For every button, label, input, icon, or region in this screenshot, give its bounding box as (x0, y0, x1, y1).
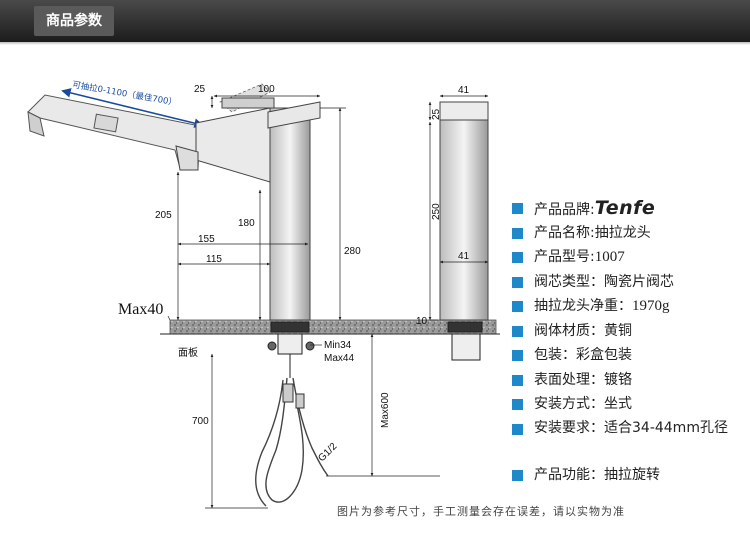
spec-model: 产品型号:1007 (512, 245, 748, 270)
brand-logo: Tenfe (594, 197, 656, 219)
spec-value: 1970g (632, 298, 670, 314)
dim-205: 205 (155, 210, 172, 221)
countertop (169, 319, 497, 335)
spec-label: 表面处理： (534, 371, 604, 388)
header-banner-shadow (0, 42, 750, 45)
pull-range-arrow (61, 88, 204, 128)
dim-115: 115 (206, 254, 222, 265)
spec-brand: 产品品牌:Tenfe (512, 196, 748, 221)
bullet-square-icon (512, 325, 523, 337)
spec-list: 产品品牌:Tenfe 产品名称:抽拉龙头 产品型号:1007 阀芯类型：陶瓷片阀… (512, 196, 748, 487)
bullet-square-icon (512, 203, 523, 214)
panel-label: 面板 (178, 346, 198, 359)
spec-value: 陶瓷片阀芯 (604, 273, 674, 290)
bullet-square-icon (512, 276, 523, 288)
spec-value: 抽拉龙头 (594, 224, 651, 241)
spec-value: 适合34-44mm孔径 (604, 419, 728, 436)
spec-package: 包装：彩盒包装 (512, 343, 748, 368)
spec-label: 产品型号: (534, 249, 595, 265)
spec-label: 阀芯类型： (534, 273, 604, 290)
spec-label: 产品品牌: (534, 202, 595, 218)
spec-label: 产品名称: (534, 224, 595, 241)
dim-180: 180 (238, 218, 255, 229)
spec-value: 黄铜 (604, 322, 632, 339)
bullet-square-icon (512, 374, 523, 386)
dim-25-top: 25 (194, 84, 206, 95)
spec-label: 抽拉龙头净重： (534, 298, 632, 314)
spec-surface: 表面处理：镀铬 (512, 368, 748, 393)
spec-label: 产品功能： (534, 466, 604, 483)
inlet-fitting (295, 393, 305, 409)
dim-250: 250 (431, 203, 442, 220)
dim-10: 10 (416, 316, 428, 327)
header-banner (0, 0, 750, 42)
bullet-square-icon (512, 227, 523, 239)
bullet-square-icon (512, 469, 523, 481)
dim-155: 155 (198, 234, 215, 245)
dim-280: 280 (344, 246, 361, 257)
measurement-disclaimer: 图片为参考尺寸，手工测量会存在误差，请以实物为准 (337, 505, 625, 518)
spec-value: 坐式 (604, 396, 632, 412)
dim-max44: Max44 (324, 353, 354, 364)
spec-value: 彩盒包装 (576, 347, 632, 363)
dim-41-mid: 41 (458, 251, 470, 262)
spec-label: 阀体材质： (534, 322, 604, 339)
spec-function: 产品功能：抽拉旋转 (512, 463, 748, 488)
header-tab (34, 6, 114, 36)
dim-min34: Min34 (324, 340, 352, 351)
spec-value: 镀铬 (604, 371, 632, 388)
bullet-square-icon (512, 350, 523, 361)
spec-label: 安装要求： (534, 419, 604, 436)
dim-41-top: 41 (458, 85, 470, 96)
bullet-square-icon (512, 252, 523, 263)
spec-valve: 阀芯类型：陶瓷片阀芯 (512, 270, 748, 295)
hose-weight (282, 383, 294, 403)
spec-requirement: 安装要求：适合34-44mm孔径 (512, 417, 748, 463)
dim-25-side: 25 (431, 108, 442, 120)
spec-value: 1007 (594, 249, 625, 265)
bullet-square-icon (512, 301, 523, 312)
mounting-hardware (267, 321, 315, 378)
dim-g12: G1/2 (316, 441, 339, 464)
spec-name: 产品名称:抽拉龙头 (512, 221, 748, 246)
dim-max600: Max600 (380, 392, 391, 428)
dim-100: 100 (258, 84, 275, 95)
dim-max40: Max40 (118, 301, 163, 318)
spec-weight: 抽拉龙头净重：1970g (512, 294, 748, 319)
dimension-lines (167, 94, 489, 509)
spec-value: 抽拉旋转 (604, 466, 660, 483)
spec-label: 包装： (534, 347, 576, 363)
spec-body: 阀体材质：黄铜 (512, 319, 748, 344)
banner-title: 商品参数 (46, 13, 102, 29)
spec-label: 安装方式： (534, 396, 604, 412)
dim-700: 700 (192, 416, 209, 427)
faucet-body-side (439, 101, 489, 361)
spec-install: 安装方式：坐式 (512, 392, 748, 417)
bullet-square-icon (512, 423, 523, 435)
bullet-square-icon (512, 399, 523, 410)
faucet-body-front (175, 83, 321, 321)
